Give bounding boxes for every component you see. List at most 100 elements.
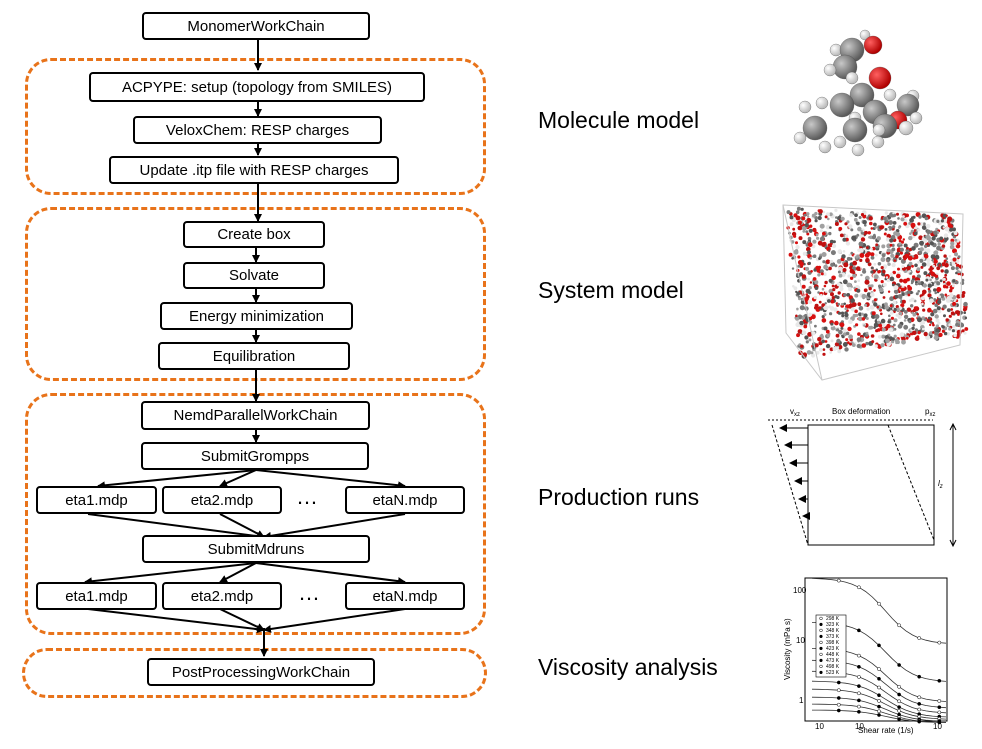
- system-particle: [835, 333, 840, 338]
- atom-h-27: [818, 140, 832, 154]
- system-particle: [843, 332, 847, 336]
- system-particle: [885, 338, 890, 344]
- viscosity-xtick-2: 10: [855, 722, 864, 731]
- system-particle: [910, 279, 915, 283]
- system-particle: [828, 278, 833, 283]
- viscosity-marker: [836, 696, 841, 700]
- system-particle: [946, 296, 952, 301]
- viscosity-marker: [857, 653, 861, 658]
- system-particle: [864, 230, 868, 235]
- system-particle: [914, 255, 919, 260]
- system-particle: [896, 212, 899, 216]
- system-particle: [813, 295, 818, 300]
- atom-h-25: [798, 100, 812, 114]
- system-particle: [821, 315, 825, 319]
- atom-h-23: [833, 135, 847, 149]
- system-particle: [843, 293, 847, 297]
- system-particle: [870, 334, 875, 338]
- system-particle: [811, 353, 816, 358]
- system-particle: [946, 308, 951, 312]
- system-particle: [903, 243, 908, 248]
- node-eta1-mdp-second: eta1.mdp: [36, 582, 157, 610]
- system-particle: [875, 271, 878, 275]
- system-particle: [874, 344, 878, 348]
- system-particle: [830, 292, 834, 297]
- system-particle: [821, 287, 825, 291]
- system-particle: [878, 323, 883, 328]
- system-particle: [857, 286, 861, 290]
- system-particle: [868, 236, 871, 239]
- system-particle: [844, 234, 849, 238]
- stage-label-molecule-model: Molecule model: [538, 107, 700, 133]
- system-particle: [831, 284, 835, 288]
- system-particle: [860, 273, 863, 277]
- system-particle: [891, 340, 895, 344]
- system-particle: [869, 325, 874, 330]
- system-particle: [937, 299, 942, 305]
- system-particle: [801, 317, 805, 320]
- system-particle: [933, 251, 937, 255]
- system-particle: [851, 235, 857, 241]
- system-particle: [911, 311, 914, 315]
- system-particle: [797, 329, 803, 334]
- system-particle: [810, 270, 813, 273]
- system-particle: [894, 338, 899, 343]
- system-particle: [954, 238, 958, 242]
- system-particle: [917, 317, 922, 323]
- viscosity-marker: [897, 684, 901, 689]
- system-particle: [817, 273, 821, 277]
- system-particle: [901, 292, 906, 296]
- system-particle: [861, 317, 866, 321]
- system-particle: [955, 310, 961, 315]
- system-particle: [954, 328, 958, 332]
- system-particle: [935, 318, 940, 323]
- system-particle: [850, 228, 854, 232]
- system-particle: [857, 302, 862, 307]
- system-particle: [832, 288, 836, 292]
- system-particle: [828, 288, 834, 294]
- system-particle: [848, 287, 853, 292]
- system-particle: [817, 291, 820, 294]
- system-particle: [920, 265, 924, 269]
- system-particle: [853, 217, 858, 222]
- legend-entry: 323 K: [826, 622, 840, 628]
- system-particle: [882, 282, 887, 287]
- system-particle: [865, 341, 869, 346]
- system-particle: [894, 294, 899, 299]
- system-particle: [797, 255, 801, 259]
- system-particle: [938, 309, 942, 314]
- system-particle: [873, 302, 878, 307]
- system-particle: [808, 286, 812, 290]
- system-particle: [922, 222, 926, 226]
- system-particle: [812, 239, 817, 244]
- atom-h-28: [872, 123, 886, 137]
- system-particle: [807, 250, 811, 255]
- system-particle: [840, 311, 845, 315]
- system-particle: [888, 314, 891, 318]
- system-particle: [945, 318, 949, 322]
- system-particle: [893, 289, 899, 294]
- node-energy-minimization: Energy minimization: [160, 302, 353, 330]
- system-particle: [859, 248, 864, 253]
- system-particle: [923, 271, 928, 276]
- system-particle: [941, 325, 945, 329]
- system-particle: [928, 268, 931, 271]
- system-particle: [789, 222, 794, 227]
- system-particle: [899, 278, 903, 283]
- system-particle: [898, 311, 903, 316]
- system-particle: [824, 215, 828, 219]
- system-particle: [848, 224, 853, 229]
- system-particle: [831, 296, 835, 300]
- system-particle: [932, 264, 936, 268]
- node-eta2-mdp-second: eta2.mdp: [162, 582, 282, 610]
- system-particle: [901, 299, 906, 304]
- system-particle: [955, 280, 959, 285]
- system-particle: [806, 295, 810, 299]
- system-particle: [944, 239, 947, 243]
- label-vxz: vxz: [790, 407, 800, 418]
- system-particle: [806, 217, 812, 223]
- system-particle: [874, 314, 880, 320]
- system-particle: [931, 236, 936, 241]
- system-particle: [834, 345, 839, 350]
- system-particle: [913, 299, 917, 303]
